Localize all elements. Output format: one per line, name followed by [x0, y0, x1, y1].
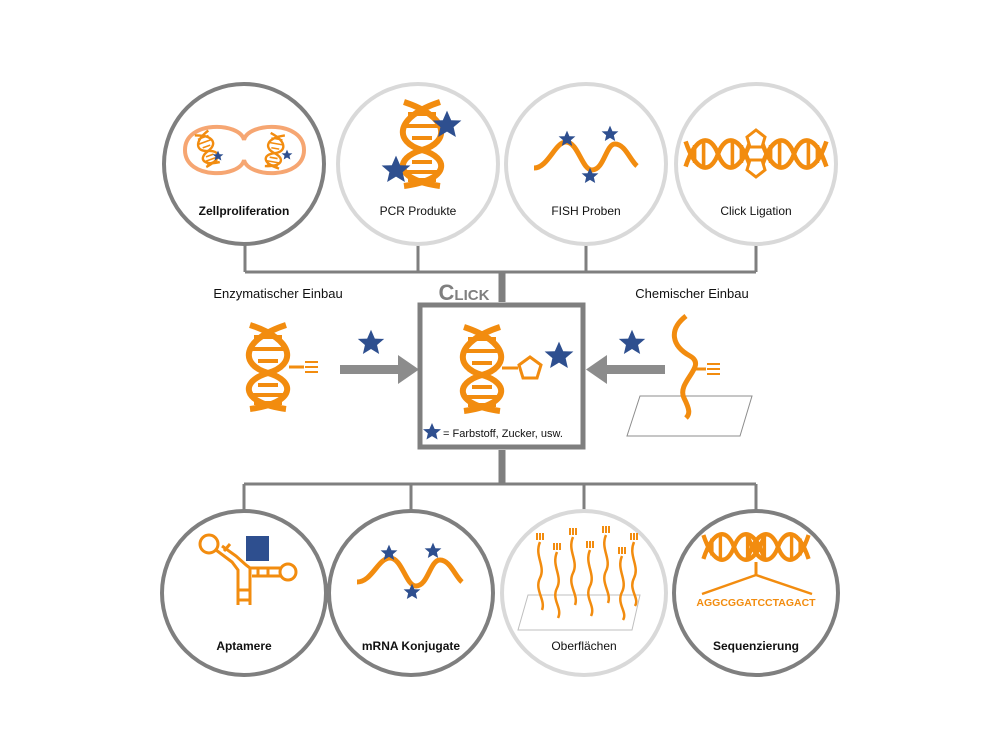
top-circle-zellproliferation: Zellproliferation	[162, 82, 326, 246]
top-connectors	[243, 244, 758, 302]
top-circle-click-ligation: Click Ligation	[674, 82, 838, 246]
star-icon	[618, 329, 646, 354]
top-circle-pcr-produkte: PCR Produkte	[336, 82, 500, 246]
surface-strands-icon	[517, 525, 641, 631]
target-square-icon	[246, 536, 269, 561]
bottom-circle-sequenzierung: AGGCGGATCCTAGACT Sequenzierung	[672, 509, 840, 677]
bottom-circle-oberflaechen: Oberflächen	[500, 509, 668, 677]
sequencing-icon: AGGCGGATCCTAGACT	[696, 534, 816, 609]
aptamer-icon	[198, 533, 298, 605]
left-label: Enzymatischer Einbau	[213, 286, 342, 301]
circle-label: Zellproliferation	[199, 204, 290, 218]
circle-label: Click Ligation	[720, 204, 791, 218]
top-circle-fish-proben: FISH Proben	[504, 82, 668, 246]
arrow-right-icon	[340, 355, 419, 384]
bottom-circle-mrna-konjugate: mRNA Konjugate	[327, 509, 495, 677]
bottom-connectors	[242, 450, 758, 512]
circle-label: Aptamere	[216, 639, 272, 653]
circle-label: PCR Produkte	[380, 204, 457, 218]
mrna-wave-icon	[356, 542, 464, 599]
cell-division-icon	[182, 124, 307, 176]
sequence-text: AGGCGGATCCTAGACT	[696, 597, 816, 609]
star-icon	[357, 329, 385, 354]
enzymatic-dna-icon	[249, 325, 318, 409]
click-box: = Farbstoff, Zucker, usw.	[417, 302, 586, 450]
center-title: Click	[439, 280, 490, 305]
chemical-strand-icon	[626, 314, 753, 437]
right-label: Chemischer Einbau	[635, 286, 748, 301]
legend-text: = Farbstoff, Zucker, usw.	[443, 428, 563, 440]
probe-wave-icon	[533, 125, 639, 183]
circle-label: Oberflächen	[551, 639, 616, 653]
circle-label: Sequenzierung	[713, 639, 799, 653]
ligation-icon	[686, 128, 827, 179]
arrow-left-icon	[586, 355, 665, 384]
circle-label: FISH Proben	[551, 204, 620, 218]
bottom-circle-aptamere: Aptamere	[160, 509, 328, 677]
circle-label: mRNA Konjugate	[362, 639, 461, 653]
